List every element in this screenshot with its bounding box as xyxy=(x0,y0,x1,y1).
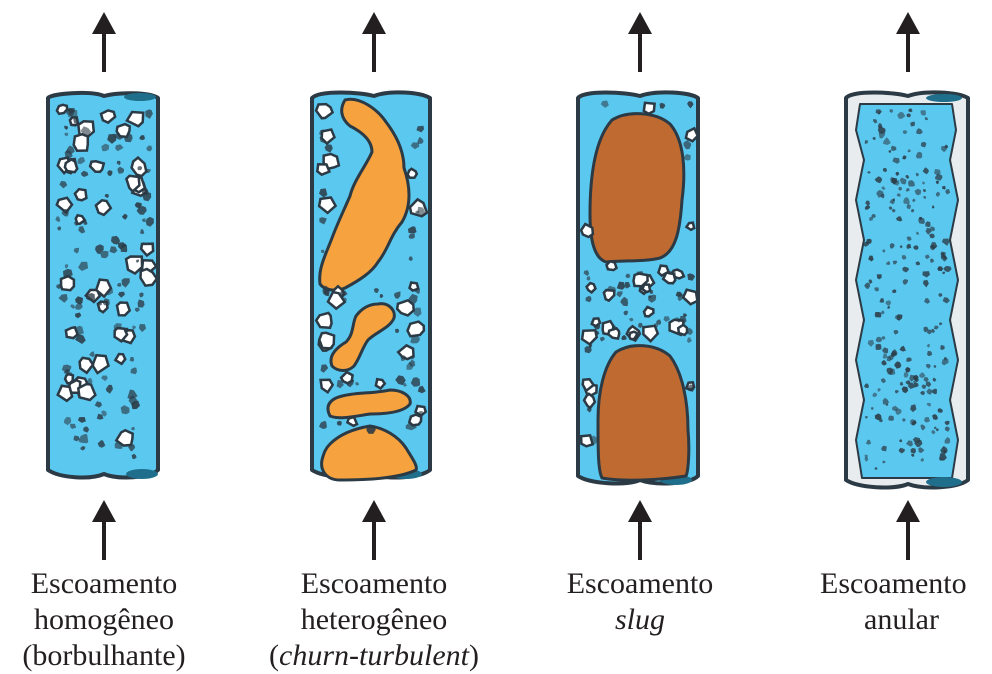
pipe-annular xyxy=(846,92,968,487)
bubble xyxy=(678,325,687,335)
bubble xyxy=(61,276,74,290)
panel-heterogeneous xyxy=(312,12,430,560)
bubble xyxy=(408,322,424,337)
panel-slug xyxy=(578,12,698,560)
arrow-up-bottom-heterogeneous-icon xyxy=(362,500,386,560)
arrow-up-top-annular-icon xyxy=(896,12,920,72)
label-annular: Escoamento anular xyxy=(812,566,992,638)
bubble xyxy=(409,415,421,426)
bubble xyxy=(581,435,593,446)
label-heterogeneous: Escoamento heterogêneo (churn-turbulent) xyxy=(244,566,504,674)
bubble xyxy=(592,318,600,326)
panel-homogeneous xyxy=(48,12,158,560)
label-annular-line-2: anular xyxy=(864,602,992,638)
bubble xyxy=(347,417,357,426)
arrow-up-top-slug-icon xyxy=(628,12,652,72)
bubble xyxy=(376,379,385,388)
bubble xyxy=(66,327,78,338)
bubble xyxy=(117,124,130,137)
arrow-up-bottom-annular-icon xyxy=(896,500,920,560)
bubble xyxy=(634,274,648,287)
bubble xyxy=(317,164,329,174)
label-homogeneous-line-2: homogêneo xyxy=(4,602,204,638)
bubble xyxy=(65,159,77,172)
arrow-up-top-heterogeneous-icon xyxy=(362,12,386,72)
label-slug-line-2: slug xyxy=(540,602,740,638)
label-heterogeneous-line-1: Escoamento xyxy=(244,566,504,602)
small-bubble xyxy=(875,312,882,318)
bubble xyxy=(644,307,653,316)
label-heterogeneous-line-2: heterogêneo xyxy=(244,602,504,638)
bubble xyxy=(319,333,334,349)
label-homogeneous-line-1: Escoamento xyxy=(4,566,204,602)
bubble xyxy=(117,303,130,316)
label-annular-line-1: Escoamento xyxy=(820,566,992,602)
bubble xyxy=(408,169,417,178)
small-bubble xyxy=(876,344,882,350)
bubble xyxy=(78,384,95,400)
bubble xyxy=(581,224,593,237)
panel-annular xyxy=(846,12,968,560)
arrow-up-bottom-slug-icon xyxy=(628,500,652,560)
bubble xyxy=(57,105,67,114)
bubble xyxy=(74,134,88,151)
bubble xyxy=(607,261,617,270)
bubble xyxy=(316,313,331,328)
bubble xyxy=(75,189,87,200)
label-heterogeneous-paren-open: ( xyxy=(269,639,279,672)
arrow-up-top-homogeneous-icon xyxy=(92,12,116,72)
bubble xyxy=(687,223,695,230)
label-heterogeneous-italic: churn-turbulent xyxy=(279,639,469,672)
bubble xyxy=(65,374,73,383)
bubble xyxy=(644,103,655,114)
bubble xyxy=(397,300,414,315)
label-heterogeneous-paren-close: ) xyxy=(469,639,479,672)
label-slug: Escoamento slug xyxy=(540,566,740,638)
label-homogeneous-line-3: (borbulhante) xyxy=(4,638,204,674)
bubble xyxy=(629,332,637,340)
arrow-up-bottom-homogeneous-icon xyxy=(92,500,116,560)
label-slug-line-1: Escoamento xyxy=(540,566,740,602)
label-homogeneous: Escoamento homogêneo (borbulhante) xyxy=(4,566,204,674)
bubble xyxy=(115,354,125,364)
bubble xyxy=(587,283,596,292)
label-heterogeneous-line-3: (churn-turbulent) xyxy=(244,638,504,674)
